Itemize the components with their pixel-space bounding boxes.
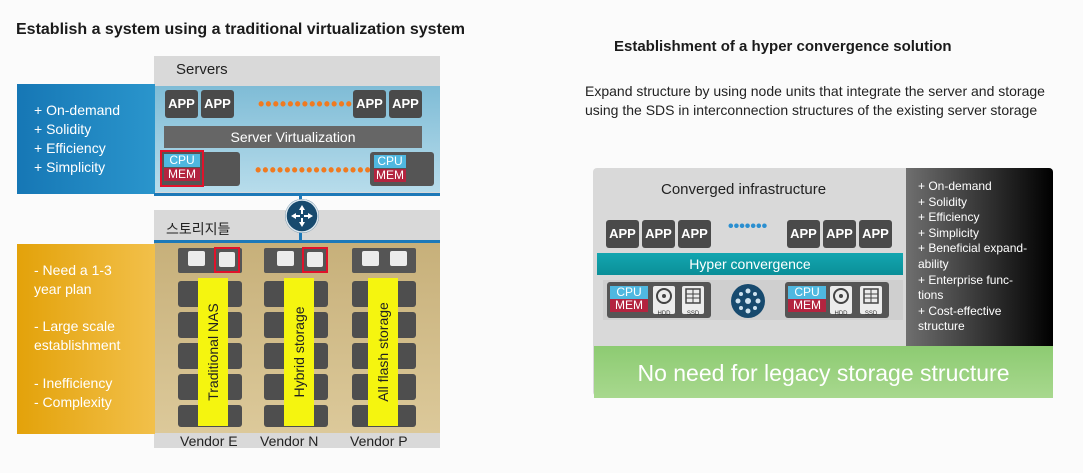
app-block: APP bbox=[787, 220, 820, 248]
drawbacks-panel bbox=[17, 244, 155, 434]
mem-label: MEM bbox=[164, 168, 200, 181]
app-block: APP bbox=[678, 220, 711, 248]
features-list: + On-demand + Solidity + Efficiency + Si… bbox=[918, 179, 1027, 335]
features-panel bbox=[906, 168, 1053, 346]
ssd-highlight bbox=[302, 247, 328, 273]
app-block: APP bbox=[389, 90, 422, 118]
ssd-label: SSD bbox=[864, 311, 878, 317]
ssd-icon bbox=[307, 252, 323, 267]
drawback-item: - Inefficiency bbox=[34, 375, 113, 391]
legacy-storage-label: No need for legacy storage structure bbox=[637, 360, 1010, 386]
mem-label: MEM bbox=[610, 299, 648, 312]
ssd-label: SSD bbox=[686, 311, 700, 317]
mem-label: MEM bbox=[788, 299, 826, 312]
cpu-mem-highlight: CPU MEM bbox=[160, 150, 204, 187]
servers-label: Servers bbox=[176, 61, 228, 78]
feature-item: + Cost-effective bbox=[918, 303, 1002, 318]
drawback-item: - Large scale bbox=[34, 318, 115, 334]
app-block: APP bbox=[859, 220, 892, 248]
hdd-icon bbox=[277, 251, 294, 266]
network-switch-icon bbox=[285, 199, 319, 233]
feature-item: + Enterprise func- bbox=[918, 272, 1014, 287]
feature-item: tions bbox=[918, 288, 944, 303]
benefit-item: + Simplicity bbox=[34, 159, 106, 175]
vendor-label: Vendor P bbox=[350, 433, 408, 449]
hyper-convergence-bar: Hyper convergence bbox=[597, 253, 903, 275]
cpu-label: CPU bbox=[164, 154, 200, 167]
benefits-panel bbox=[17, 84, 155, 194]
right-description: Expand structure by using node units tha… bbox=[585, 83, 1045, 118]
app-dots: ••••••• bbox=[728, 218, 768, 235]
left-title: Establish a system using a traditional v… bbox=[16, 21, 466, 38]
drawback-item: establishment bbox=[34, 337, 121, 353]
vendor-label: Vendor N bbox=[260, 433, 319, 449]
hdd-icon bbox=[188, 251, 205, 266]
app-block: APP bbox=[201, 90, 234, 118]
drawback-item: - Need a 1-3 bbox=[34, 262, 112, 278]
stack-name: All flash storage bbox=[375, 302, 391, 402]
vendor-label: Vendor E bbox=[180, 433, 238, 449]
ssd-icon bbox=[362, 251, 379, 266]
cpu-dots: ••••••••••••••••• bbox=[255, 160, 380, 180]
hdd-label: HDD bbox=[834, 311, 848, 317]
feature-item: + On-demand bbox=[918, 179, 992, 193]
ssd-icon: SSD bbox=[682, 286, 704, 317]
app-block: APP bbox=[353, 90, 386, 118]
cpu-label: CPU bbox=[788, 286, 826, 299]
feature-item: + Efficiency bbox=[918, 210, 980, 225]
stack-label-bar: Traditional NAS bbox=[198, 278, 228, 426]
server-node: CPU MEM bbox=[370, 152, 434, 186]
feature-item: structure bbox=[918, 319, 965, 334]
hdd-label: HDD bbox=[657, 311, 671, 317]
cpu-label: CPU bbox=[374, 155, 406, 168]
stack-label-bar: All flash storage bbox=[368, 278, 398, 426]
app-block: APP bbox=[606, 220, 639, 248]
cpu-mem-pair: CPU MEM bbox=[788, 286, 826, 312]
mem-label: MEM bbox=[374, 168, 406, 182]
hdd-highlight bbox=[214, 247, 240, 273]
stack-label-bar: Hybrid storage bbox=[284, 278, 314, 426]
hdd-icon: HDD bbox=[653, 286, 675, 317]
hdd-icon bbox=[219, 252, 235, 267]
cpu-label: CPU bbox=[610, 286, 648, 299]
right-title: Establishment of a hyper convergence sol… bbox=[614, 38, 952, 55]
cpu-mem-pair: CPU MEM bbox=[610, 286, 648, 312]
storage-label: 스토리지들 bbox=[166, 221, 231, 237]
storage-bus-line bbox=[154, 240, 440, 243]
drawback-item: - Complexity bbox=[34, 394, 112, 410]
benefit-item: + Solidity bbox=[34, 121, 92, 137]
stack-name: Hybrid storage bbox=[291, 306, 307, 398]
app-block: APP bbox=[823, 220, 856, 248]
server-virtualization-bar: Server Virtualization bbox=[164, 126, 422, 148]
drawback-item: year plan bbox=[34, 281, 92, 297]
network-node-icon bbox=[730, 283, 766, 319]
feature-item: ability bbox=[918, 256, 949, 271]
ssd-icon bbox=[390, 251, 407, 266]
app-block: APP bbox=[642, 220, 675, 248]
benefit-item: + On-demand bbox=[34, 102, 120, 118]
legacy-storage-bar bbox=[594, 346, 1053, 398]
benefit-item: + Efficiency bbox=[34, 140, 106, 156]
ssd-icon: SSD bbox=[860, 286, 882, 317]
feature-item: + Beneficial expand- bbox=[918, 241, 1028, 256]
hdd-icon: HDD bbox=[830, 286, 852, 317]
feature-item: + Solidity bbox=[918, 194, 968, 209]
converged-label: Converged infrastructure bbox=[661, 181, 827, 198]
stack-name: Traditional NAS bbox=[205, 303, 221, 401]
benefits-list: + On-demand + Solidity + Efficiency + Si… bbox=[34, 101, 120, 177]
feature-item: + Simplicity bbox=[918, 225, 980, 240]
app-block: APP bbox=[165, 90, 198, 118]
app-dots: ••••••••••••• bbox=[258, 94, 353, 114]
server-bus-line bbox=[154, 193, 440, 196]
